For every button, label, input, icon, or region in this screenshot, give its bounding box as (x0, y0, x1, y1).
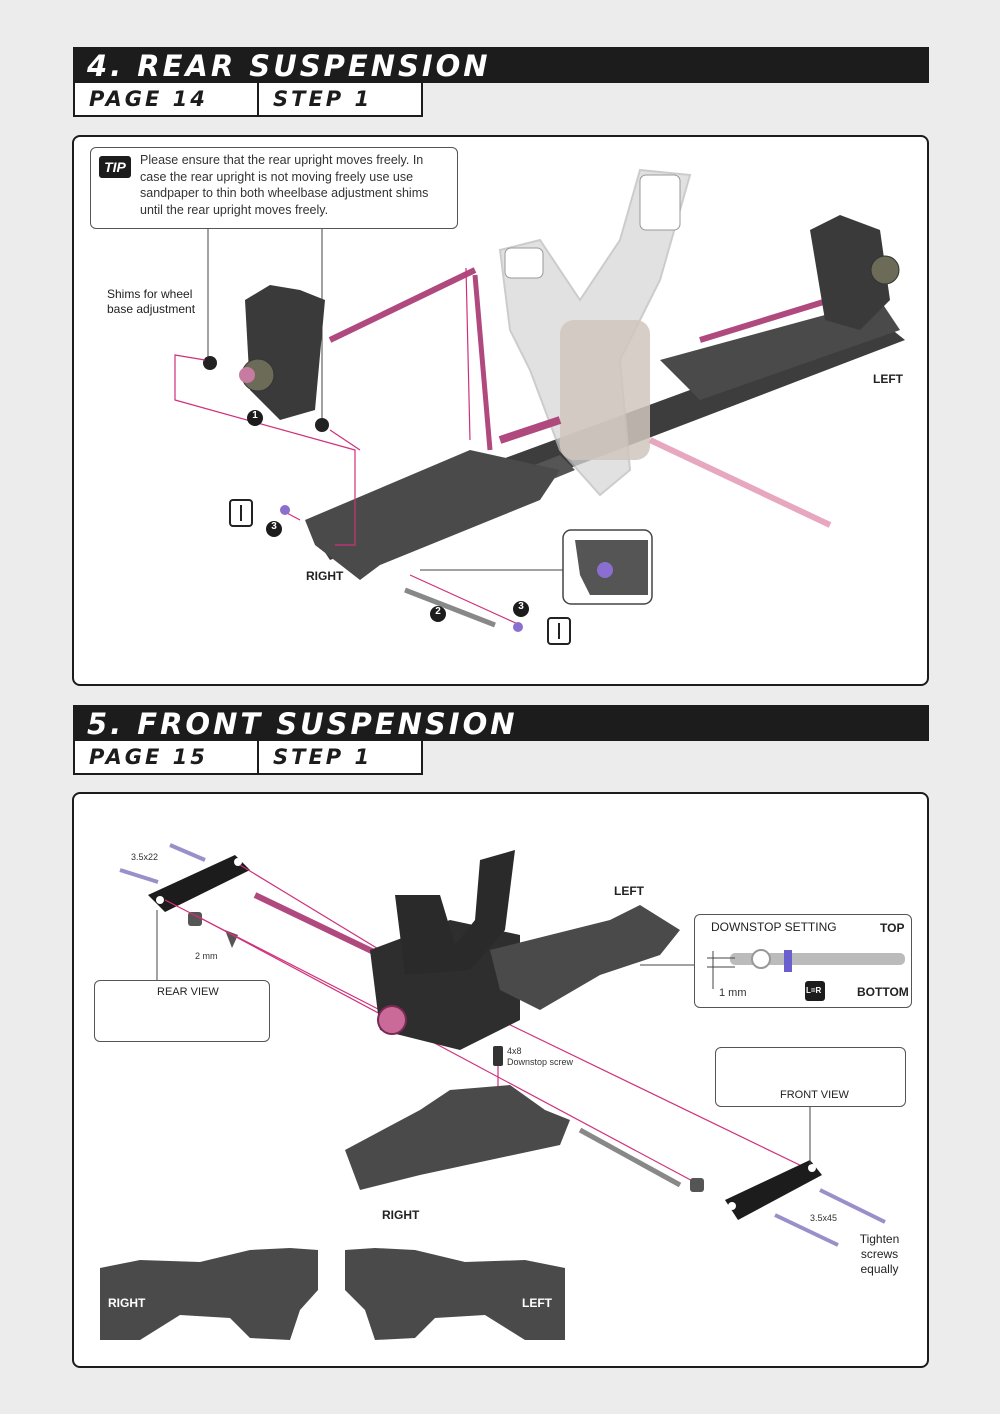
rear-view-callout (94, 980, 270, 1042)
rear-arm-left (660, 300, 900, 400)
front-shim (188, 912, 202, 926)
screw-3-5x45-label: 3.5x45 (810, 1213, 838, 1223)
rear-camber-link (328, 267, 477, 343)
front-right-label: RIGHT (382, 1208, 420, 1222)
step-number-2 (430, 606, 446, 622)
screw-3-5x22-label: 3.5x22 (131, 852, 159, 862)
step-number-1-text: 1 (252, 410, 258, 421)
front-view-label: FRONT VIEW (780, 1089, 849, 1101)
rear-gearbox (560, 320, 650, 460)
screw-hinge (513, 622, 523, 632)
tip-badge: TIP (99, 156, 131, 178)
front-view-callout (715, 1047, 906, 1107)
arm-right-label: RIGHT (108, 1296, 146, 1310)
front-arm-left (490, 905, 680, 1010)
section-5-header: 5. FRONT SUSPENSION (73, 705, 929, 741)
section-4-subheader: PAGE 14 STEP 1 (73, 83, 423, 119)
step-number-3b-text: 3 (518, 601, 524, 612)
lr-badge: L=R (806, 986, 822, 995)
front-link-rod (253, 892, 382, 958)
front-hinge-pin (578, 1127, 682, 1188)
section-5-page: PAGE 15 (73, 741, 259, 775)
rear-hinge-pin (404, 587, 496, 628)
step-number-3a (266, 521, 282, 537)
section-4-title: 4. REAR SUSPENSION (87, 49, 491, 83)
downstop-screw (493, 1046, 503, 1066)
section-4-step: STEP 1 (259, 83, 423, 117)
front-front-hinge-plate (725, 1160, 822, 1220)
arm-bottom-right (100, 1248, 318, 1340)
screw-3-5x45-a (819, 1188, 886, 1224)
front-left-label: LEFT (614, 884, 644, 898)
section-5-subheader: PAGE 15 STEP 1 (73, 741, 423, 777)
arm-bottom-left (345, 1248, 565, 1340)
downstop-1mm: 1 mm (719, 987, 747, 999)
section-4-header: 4. REAR SUSPENSION (73, 47, 929, 83)
rear-plate-letter: F (176, 1019, 182, 1029)
section-5-title: 5. FRONT SUSPENSION (87, 707, 518, 741)
section-4-page: PAGE 14 (73, 83, 259, 117)
rear-arm-right (305, 450, 560, 580)
rear-left-label: LEFT (873, 372, 903, 386)
step-number-2-text: 2 (435, 606, 441, 617)
screw-3-5x45-b (774, 1213, 839, 1247)
downstop-screw-size: 4x8 (507, 1046, 522, 1056)
section-5-step: STEP 1 (259, 741, 423, 775)
downstop-bottom-label: BOTTOM (857, 985, 909, 999)
front-shock-tower (395, 850, 515, 975)
downstop-screw-label: Downstop screw (507, 1057, 574, 1067)
downstop-top-label: TOP (880, 921, 905, 935)
shim-2mm-label: 2 mm (195, 951, 218, 961)
wheelbase-shim-2 (315, 418, 329, 432)
wheelbase-shim-1 (203, 356, 217, 370)
rear-upright-left (810, 215, 890, 330)
arm-left-label: LEFT (522, 1296, 552, 1310)
shims-label: Shims for wheel base adjustment (107, 287, 196, 316)
screw-3-5x22-a (169, 843, 206, 862)
front-arm-right (345, 1085, 570, 1190)
rear-driveshaft-ghost (648, 437, 832, 528)
rear-view-label: REAR VIEW (157, 986, 219, 998)
rear-right-label: RIGHT (306, 569, 344, 583)
front-plate-letter: F (806, 1062, 812, 1072)
downstop-callout (694, 914, 912, 1008)
screw-right (280, 505, 290, 515)
front-rear-hinge-plate (148, 855, 250, 912)
tighten-note: Tighten screws equally (859, 1232, 900, 1276)
screw-3-5x22-b (119, 868, 159, 884)
tip-text: Please ensure that the rear upright move… (140, 153, 429, 217)
step-number-3b (513, 601, 529, 617)
step-number-1 (247, 410, 263, 426)
step-number-3a-text: 3 (271, 521, 277, 532)
downstop-title: DOWNSTOP SETTING (711, 920, 837, 934)
tip-box: TIP Please ensure that the rear upright … (90, 147, 458, 229)
